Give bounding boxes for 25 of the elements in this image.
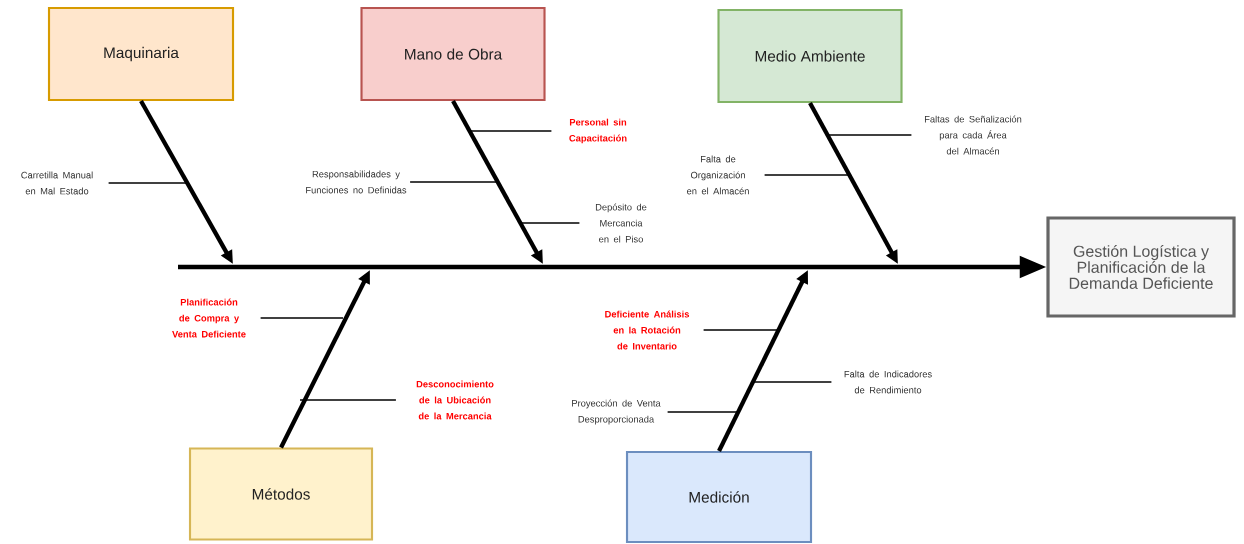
cause-label: Responsabilidades y Funciones no Definidas [306,170,407,194]
category-box: Mano de Obra [360,6,546,102]
leader-line [666,411,740,413]
leader-line [828,134,913,136]
cause-label: Desconocimiento de la Ubicación de la Mercancia [416,380,494,420]
category-box: Métodos [188,447,374,541]
cause-label: Planificación de Compra y Venta Deficiente [172,298,246,338]
leader-line [702,329,780,331]
leader-line [259,317,344,319]
leader-line [520,222,581,224]
cause-label: Falta de Indicadores de Rendimiento [844,370,932,394]
leader-line [763,174,850,176]
cause-label: Falta de Organización en el Almacén [687,155,749,195]
effect-box: Gestión Logística y Planificación de la Demanda Deficiente [1046,216,1236,318]
cause-label: Proyección de Venta Desproporcionada [572,399,661,425]
category-box: Medio Ambiente [717,8,903,104]
leader-line [299,399,397,401]
category-box: Maquinaria [47,6,235,102]
leader-line [470,130,553,132]
cause-label: Personal sin Capacitación [569,118,627,144]
cause-label: Carretilla Manual en Mal Estado [21,171,93,195]
cause-label: Depósito de Mercancia en el Piso [595,203,647,243]
category-box: Medición [625,450,813,544]
cause-label: Faltas de Señalización para cada Área del Almacén [925,115,1022,155]
cause-label: Deficiente Análisis en la Rotación de Inventario [605,310,690,350]
